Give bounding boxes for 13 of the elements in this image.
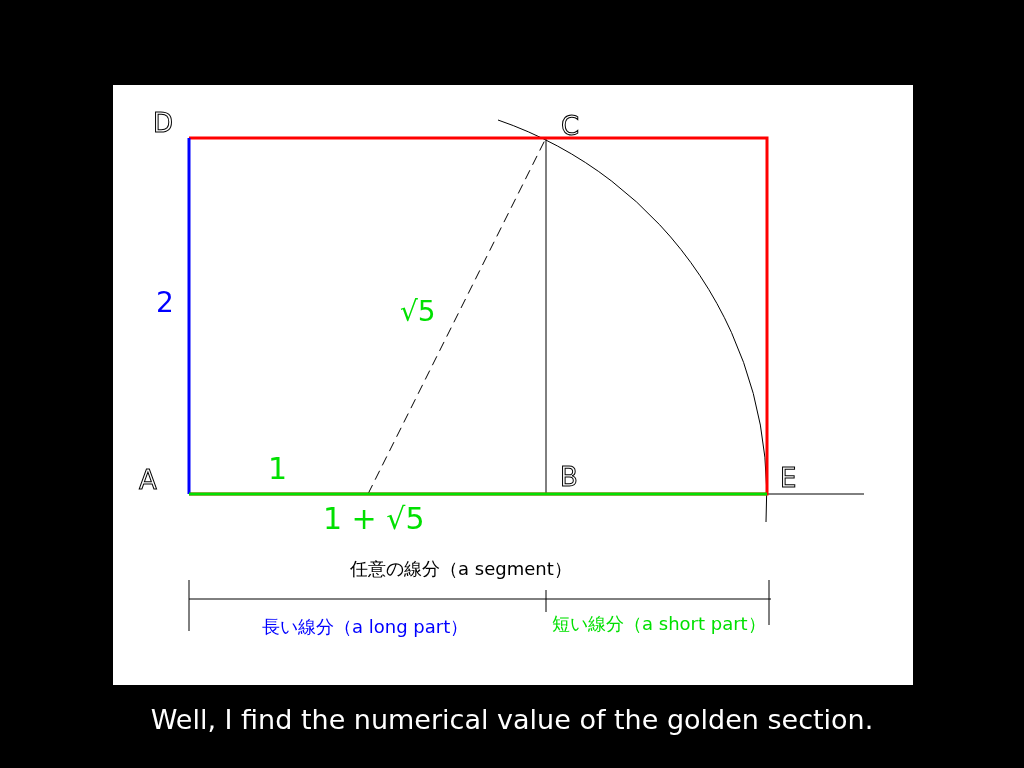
point-label: C <box>561 113 580 139</box>
length-label: 1 + √5 <box>323 504 425 534</box>
point-label: E <box>780 465 797 491</box>
length-label: 2 <box>156 289 174 317</box>
point-label: A <box>139 467 157 493</box>
caption: Well, I find the numerical value of the golden section. <box>149 704 875 737</box>
segment-label: 短い線分（a short part） <box>552 615 766 633</box>
point-label: B <box>560 464 578 490</box>
segment-label: 長い線分（a long part） <box>262 618 469 636</box>
segment-label: 任意の線分（a segment） <box>350 560 572 578</box>
length-label: 1 <box>268 454 288 484</box>
point-label: D <box>153 110 174 136</box>
length-label: √5 <box>400 298 436 326</box>
